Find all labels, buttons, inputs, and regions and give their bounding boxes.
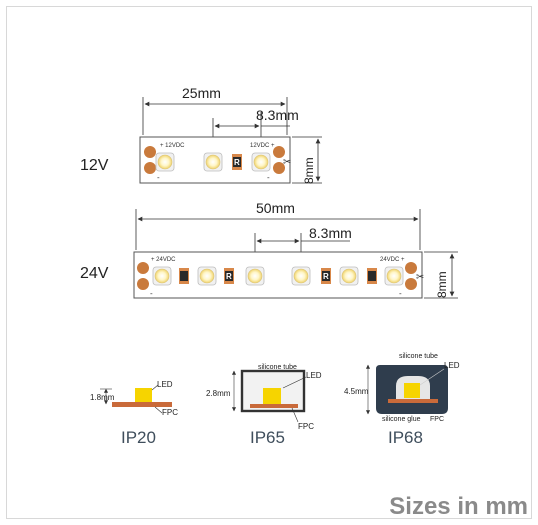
ip65-thickness: 2.8mm [206,389,231,398]
resistor-label-24v-b: R [323,272,329,281]
svg-text:✂: ✂ [416,272,424,283]
minus-right-24v: - [399,289,402,298]
voltage-label-24v: 24V [80,265,109,282]
ip20-fpc-label: FPC [162,408,178,417]
ip20-section: 1.8mm LED FPC IP20 [90,380,178,447]
ip68-title: IP68 [388,428,423,447]
ip20-led-label: LED [157,380,173,389]
length-dim-12v: 25mm [182,85,221,101]
ip20-title: IP20 [121,428,156,447]
minus-left-24v: - [150,289,153,298]
sizes-note: Sizes in mm [389,493,528,520]
ip65-tube-label: silicone tube [258,364,297,371]
resistor-label-24v: R [226,272,232,281]
ip68-tube-label: silicone tube [399,353,438,360]
width-dim-12v: 8mm [302,157,316,184]
length-dim-24v: 50mm [256,200,295,216]
ip65-led-label: LED [306,371,322,380]
pad-text-right-24v: 24VDC + [380,257,405,263]
ip20-thickness: 1.8mm [90,393,115,402]
pad-text-left-12v: + 12VDC [160,143,185,149]
ip68-fpc-label: FPC [430,416,444,423]
ip65-section: 2.8mm silicone tube LED FPC IP65 [206,364,322,447]
pad-text-right-12v: 12VDC + [250,143,275,149]
strip-12v: 12V 25mm 8.3mm + 12VDC 12VDC + - - R ✂ [80,85,322,184]
voltage-label-12v: 12V [80,157,109,174]
strip-24v: 24V 50mm 8.3mm + 24VDC 24VDC + - - R R [80,200,458,299]
ip68-led-label: LED [444,361,460,370]
width-dim-24v: 8mm [435,271,449,298]
ip68-section: 4.5mm silicone tube LED silicone glue FP… [344,353,460,447]
ip65-fpc-label: FPC [298,422,314,431]
resistor-label-12v: R [234,158,240,167]
pitch-dim-12v: 8.3mm [256,107,299,123]
svg-text:✂: ✂ [283,157,291,168]
minus-left-12v: - [157,173,160,182]
pad-text-left-24v: + 24VDC [151,257,176,263]
ip65-title: IP65 [250,428,285,447]
pitch-dim-24v: 8.3mm [309,225,352,241]
ip68-thickness: 4.5mm [344,387,369,396]
ip68-glue-label: silicone glue [382,416,421,423]
minus-right-12v: - [267,173,270,182]
